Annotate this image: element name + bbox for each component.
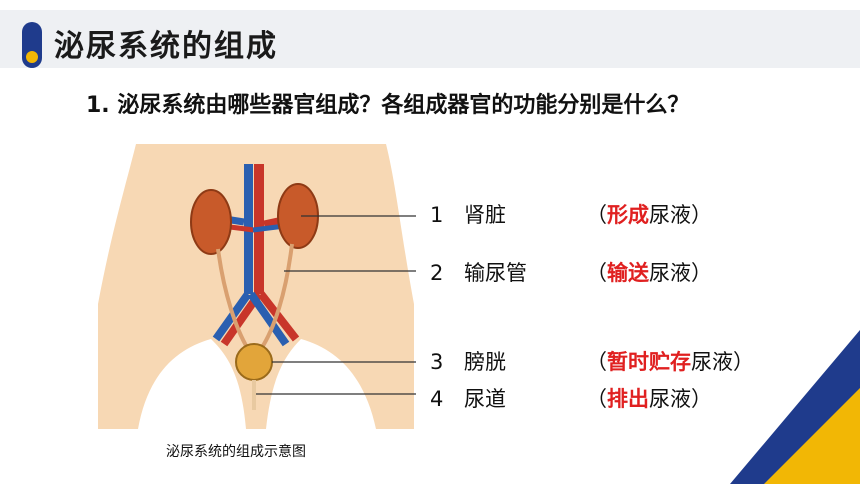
- page-title: 泌尿系统的组成: [54, 29, 278, 64]
- organ-number: 3: [430, 350, 444, 374]
- organ-function-urethra: （排出尿液）: [586, 387, 712, 411]
- function-highlight: 暂时贮存: [607, 350, 691, 374]
- organ-function-ureter: （输送尿液）: [586, 261, 712, 285]
- organ-function-kidney: （形成尿液）: [586, 203, 712, 227]
- urinary-system-diagram: [96, 144, 416, 429]
- organ-number: 2: [430, 261, 444, 285]
- organ-number: 4: [430, 387, 444, 411]
- corner-decoration: [730, 330, 860, 484]
- title-marker-dot: [26, 51, 38, 63]
- header-bar: 泌尿系统的组成: [0, 10, 860, 68]
- organ-function-bladder: （暂时贮存尿液）: [586, 350, 754, 374]
- organ-name: 输尿管: [464, 261, 527, 285]
- organ-number: 1: [430, 203, 444, 227]
- organ-name: 尿道: [464, 387, 506, 411]
- function-highlight: 形成: [607, 203, 649, 227]
- question-text: 1. 泌尿系统由哪些器官组成？各组成器官的功能分别是什么？: [86, 93, 690, 118]
- function-highlight: 输送: [607, 261, 649, 285]
- organ-name: 肾脏: [464, 203, 506, 227]
- function-highlight: 排出: [607, 387, 649, 411]
- figure-caption: 泌尿系统的组成示意图: [166, 444, 306, 460]
- organ-name: 膀胱: [464, 350, 506, 374]
